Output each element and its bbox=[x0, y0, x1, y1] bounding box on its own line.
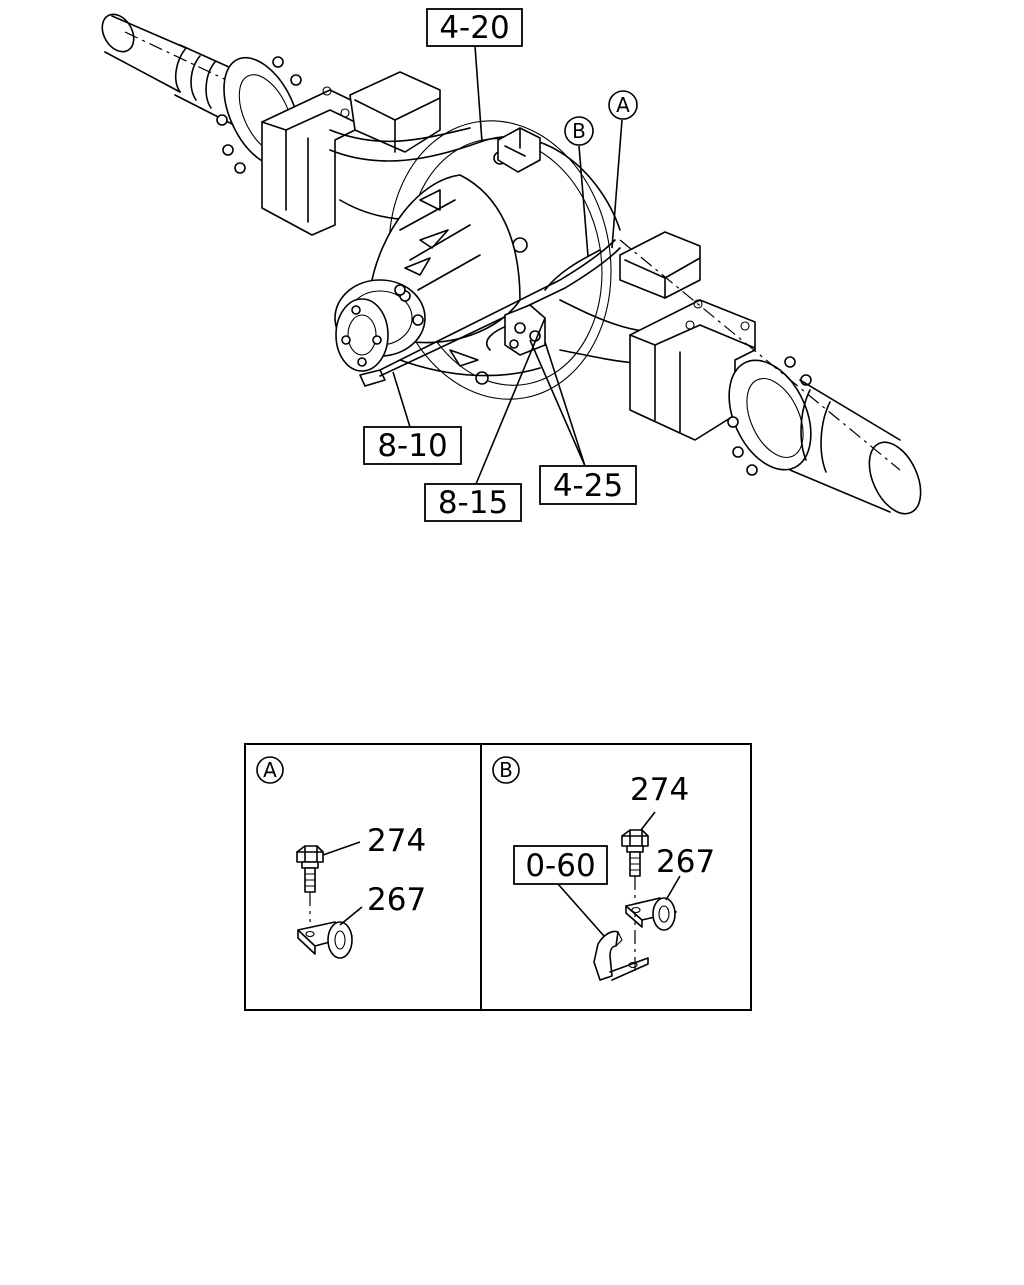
right-axle-tube bbox=[619, 239, 922, 515]
detail-b-marker-label: B bbox=[499, 758, 513, 782]
marker-a-main-label: A bbox=[616, 93, 630, 117]
callout-8-10-label: 8-10 bbox=[377, 428, 447, 464]
detail-a-part-267: 267 bbox=[367, 882, 426, 918]
detail-a-marker-label: A bbox=[263, 758, 277, 782]
detail-b-part-267: 267 bbox=[656, 844, 715, 880]
left-axle-tube bbox=[101, 13, 291, 125]
marker-b-main-label: B bbox=[572, 119, 586, 143]
callout-4-20: 4-20 bbox=[426, 8, 523, 143]
detail-frame bbox=[244, 743, 752, 1011]
detail-a-clip bbox=[297, 921, 353, 959]
detail-b-bracket bbox=[593, 930, 649, 981]
detail-b: B 274 267 0- bbox=[492, 756, 715, 981]
brake-hose-junction bbox=[504, 304, 546, 356]
rear-axle-assembly bbox=[101, 13, 922, 515]
housing-ribs bbox=[399, 229, 541, 377]
detail-b-part-274: 274 bbox=[630, 772, 689, 808]
callout-8-10: 8-10 bbox=[363, 371, 462, 465]
differential-carrier bbox=[334, 174, 521, 387]
callout-4-20-label: 4-20 bbox=[439, 10, 509, 46]
callout-0-60-label: 0-60 bbox=[525, 848, 595, 884]
detail-a: A 274 267 bbox=[256, 756, 426, 959]
left-spring-seat bbox=[261, 71, 441, 236]
detail-a-part-274: 274 bbox=[367, 823, 426, 859]
right-hub-flange bbox=[727, 356, 812, 476]
callout-0-60: 0-60 bbox=[513, 845, 608, 937]
right-spring-seat bbox=[619, 231, 756, 441]
marker-b-main: B bbox=[564, 116, 594, 257]
breather-bracket bbox=[497, 127, 541, 173]
detail-a-marker: A bbox=[256, 756, 284, 784]
detail-a-bolt bbox=[296, 845, 324, 922]
detail-b-marker: B bbox=[492, 756, 520, 784]
callout-8-15-label: 8-15 bbox=[438, 485, 508, 521]
callout-4-25: 4-25 bbox=[529, 339, 637, 505]
callout-4-25-label: 4-25 bbox=[553, 468, 623, 504]
marker-a-main: A bbox=[608, 90, 638, 249]
detail-b-bolt bbox=[621, 829, 649, 972]
callout-8-15: 8-15 bbox=[424, 317, 546, 522]
detail-b-clip bbox=[625, 897, 677, 931]
